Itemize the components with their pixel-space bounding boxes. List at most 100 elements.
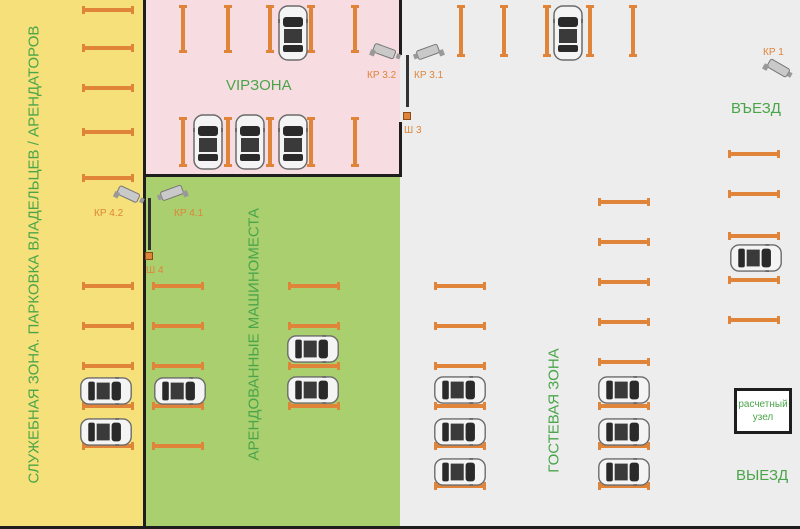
stall-marking xyxy=(307,5,315,53)
car-icon xyxy=(598,458,650,486)
stall-marking xyxy=(598,318,650,326)
stall-marking xyxy=(351,117,359,167)
stall-marking xyxy=(434,442,486,450)
stall-marking xyxy=(224,5,232,53)
stall-marking xyxy=(457,5,465,57)
camera-kp31-label: КР 3.1 xyxy=(414,70,444,81)
stall-marking xyxy=(728,150,780,158)
wall-bottom xyxy=(0,526,800,529)
stall-marking xyxy=(152,362,204,370)
stall-marking xyxy=(179,5,187,53)
stall-marking xyxy=(82,128,134,136)
stall-marking xyxy=(288,402,340,410)
barrier-sh3-label: Ш 3 xyxy=(404,125,422,136)
rented-zone xyxy=(145,175,400,529)
stall-marking xyxy=(598,238,650,246)
stall-marking xyxy=(82,402,134,410)
stall-marking xyxy=(82,84,134,92)
car-icon xyxy=(154,377,206,405)
vip-zone xyxy=(145,0,400,175)
cash-desk: расчетный узел xyxy=(734,388,792,434)
service-zone-label: СЛУЖЕБНАЯ ЗОНА. ПАРКОВКА ВЛАДЕЛЬЦЕВ / АР… xyxy=(25,25,43,484)
stall-marking xyxy=(434,362,486,370)
car-icon xyxy=(434,376,486,404)
stall-marking xyxy=(82,322,134,330)
vip-zone-label: VIPЗОНА xyxy=(226,77,292,94)
wall-vip-right-top xyxy=(399,0,402,55)
entry-label: ВЪЕЗД xyxy=(731,100,781,117)
car-icon xyxy=(434,458,486,486)
stall-marking xyxy=(598,278,650,286)
stall-marking xyxy=(351,5,359,53)
stall-marking xyxy=(629,5,637,57)
stall-marking xyxy=(728,190,780,198)
stall-marking xyxy=(82,6,134,14)
rented-zone-label: АРЕНДОВАННЫЕ МАШИНОМЕСТА xyxy=(245,208,263,461)
car-icon xyxy=(434,418,486,446)
stall-marking xyxy=(598,358,650,366)
stall-marking xyxy=(500,5,508,57)
stall-marking xyxy=(288,362,340,370)
camera-kp42-label: КР 4.2 xyxy=(94,208,124,219)
stall-marking xyxy=(307,117,315,167)
wall-vip-bottom xyxy=(143,174,402,177)
barrier-sh3-arm xyxy=(406,55,409,107)
car-icon xyxy=(598,376,650,404)
cash-desk-label-line1: расчетный xyxy=(738,399,788,410)
wall-service-divider xyxy=(143,0,146,529)
camera-kp42-icon xyxy=(112,185,145,204)
camera-kp41-label: КР 4.1 xyxy=(174,208,204,219)
stall-marking xyxy=(224,117,232,167)
car-icon xyxy=(553,5,583,61)
stall-marking xyxy=(434,282,486,290)
stall-marking xyxy=(152,282,204,290)
camera-kp31-icon xyxy=(412,43,445,60)
stall-marking xyxy=(598,482,650,490)
service-zone xyxy=(0,0,145,529)
camera-kp41-icon xyxy=(156,184,189,201)
stall-marking xyxy=(598,442,650,450)
car-icon xyxy=(235,114,265,170)
wall-vip-right-bottom xyxy=(399,122,402,177)
barrier-sh4-post xyxy=(145,252,153,260)
car-icon xyxy=(80,418,132,446)
car-icon xyxy=(278,5,308,61)
stall-marking xyxy=(288,282,340,290)
stall-marking xyxy=(82,282,134,290)
stall-marking xyxy=(728,316,780,324)
stall-marking xyxy=(434,322,486,330)
camera-kp1-icon xyxy=(762,58,793,78)
cash-desk-label-line2: узел xyxy=(752,412,774,423)
stall-marking xyxy=(152,442,204,450)
stall-marking xyxy=(82,442,134,450)
barrier-sh3-post xyxy=(403,112,411,120)
stall-marking xyxy=(82,362,134,370)
stall-marking xyxy=(82,44,134,52)
barrier-sh4-arm xyxy=(148,198,151,250)
camera-kp32-label: КР 3.2 xyxy=(367,70,397,81)
stall-marking xyxy=(179,117,187,167)
stall-marking xyxy=(82,174,134,182)
car-icon xyxy=(598,418,650,446)
stall-marking xyxy=(598,402,650,410)
car-icon xyxy=(278,114,308,170)
stall-marking xyxy=(434,402,486,410)
stall-marking xyxy=(152,402,204,410)
stall-marking xyxy=(152,322,204,330)
car-icon xyxy=(287,335,339,363)
car-icon xyxy=(287,376,339,404)
camera-kp32-icon xyxy=(369,43,402,60)
stall-marking xyxy=(598,198,650,206)
car-icon xyxy=(80,377,132,405)
stall-marking xyxy=(728,232,780,240)
exit-label: ВЫЕЗД xyxy=(736,467,789,484)
car-icon xyxy=(730,244,782,272)
stall-marking xyxy=(728,276,780,284)
stall-marking xyxy=(434,482,486,490)
stall-marking xyxy=(586,5,594,57)
car-icon xyxy=(193,114,223,170)
barrier-sh4-label: Ш 4 xyxy=(146,265,164,276)
guest-zone-label: ГОСТЕВАЯ ЗОНА xyxy=(545,348,563,473)
stall-marking xyxy=(543,5,551,57)
